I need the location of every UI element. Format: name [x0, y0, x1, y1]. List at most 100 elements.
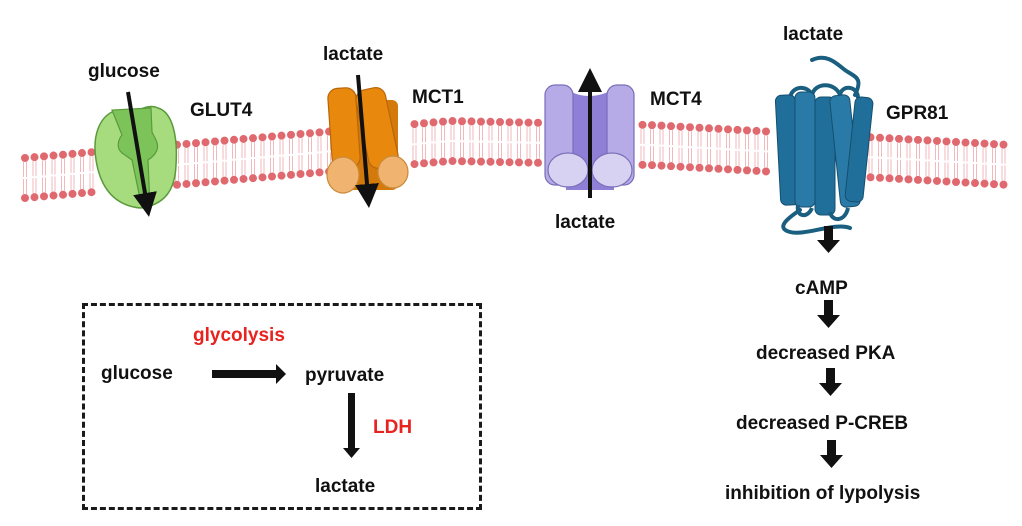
lipid-head — [648, 121, 656, 130]
lipid-head — [933, 136, 941, 145]
gpr81-receptor — [774, 55, 874, 235]
lipid-head — [287, 170, 295, 179]
lipid-head — [477, 157, 485, 166]
lipid-head — [524, 118, 533, 127]
lipid-head — [486, 117, 495, 126]
lipid-head — [885, 174, 894, 183]
lipid-tail — [897, 142, 901, 175]
lipid-tail — [184, 147, 189, 180]
lipid-head — [192, 139, 200, 148]
lipid-head — [477, 117, 485, 126]
lipid-head — [648, 161, 656, 170]
lipid-head — [676, 122, 685, 131]
lipid-tail — [992, 148, 996, 181]
lipid-head — [429, 118, 438, 127]
lipid-tail — [536, 126, 540, 159]
lipid-head — [496, 158, 504, 166]
lipid-head — [448, 117, 457, 126]
lipid-tail — [716, 132, 721, 165]
lipid-head — [952, 138, 960, 146]
lipid-head — [999, 180, 1008, 189]
lipid-head — [21, 154, 29, 162]
glucose-influx-arrow — [126, 91, 157, 217]
lipid-tail — [878, 141, 882, 174]
lipid-head — [30, 153, 39, 162]
lipid-tail — [260, 141, 265, 174]
lipid-head — [980, 179, 989, 188]
mct1-lobe-left — [326, 156, 360, 194]
lipid-head — [971, 139, 979, 148]
lipid-tail — [89, 156, 94, 189]
lipid-head — [211, 177, 219, 186]
lipid-tail — [32, 161, 37, 194]
lipid-head — [705, 124, 713, 133]
lipid-head — [961, 138, 970, 147]
lipid-head — [933, 176, 941, 185]
lipid-tail — [23, 162, 27, 194]
lipid-tail — [517, 126, 521, 159]
lipid-head — [87, 148, 96, 157]
lipid-head — [87, 188, 96, 197]
lipid-tail — [678, 130, 683, 163]
lipid-tail — [944, 145, 949, 178]
lipid-tail — [232, 143, 236, 176]
lipid-tail — [441, 125, 445, 158]
lipid-tail — [251, 142, 255, 175]
lipid-tail — [431, 126, 436, 159]
lipid-head — [277, 171, 286, 180]
cascade-arrow-1 — [817, 226, 840, 253]
lipid-head — [220, 136, 229, 145]
mct4-lobe-left — [547, 152, 589, 188]
lipid-tail — [270, 140, 274, 173]
lipid-head — [249, 174, 257, 183]
lipid-head — [30, 193, 39, 202]
lipid-head — [733, 165, 742, 174]
glut4-transporter — [94, 91, 178, 217]
lipid-tail — [279, 139, 284, 172]
mct1-substrate-label: lactate — [323, 44, 384, 65]
lipid-head — [657, 121, 666, 130]
lipid-head — [914, 175, 922, 184]
lipid-tail — [745, 134, 749, 167]
lipid-head — [724, 165, 732, 174]
lipid-tail — [222, 144, 227, 177]
lipid-head — [239, 174, 248, 183]
mct1-label: MCT1 — [412, 87, 464, 108]
cascade-step-camp: cAMP — [795, 278, 848, 299]
lipid-head — [724, 125, 732, 134]
lipid-tail — [327, 135, 331, 168]
lipid-tail — [526, 126, 531, 159]
lipid-tail — [194, 147, 198, 180]
lipid-tail — [697, 131, 702, 164]
lipid-head — [638, 160, 647, 169]
lipid-head — [458, 117, 466, 126]
lipid-head — [78, 149, 86, 158]
lipid-head — [686, 163, 694, 172]
cell-membrane — [21, 117, 1008, 202]
lipid-head — [68, 149, 77, 158]
lipid-tail — [51, 159, 56, 192]
glut4-label: GLUT4 — [190, 100, 253, 121]
gpr81-helix-2 — [794, 91, 816, 208]
lipid-tail — [887, 142, 892, 175]
gpr81-bottom-loops — [795, 204, 850, 221]
lipid-tail — [80, 157, 84, 190]
lipid-tail — [479, 125, 483, 158]
lipid-head — [904, 135, 913, 144]
lipid-tail — [973, 147, 977, 180]
glycolysis-label: glycolysis — [193, 325, 285, 346]
lipid-head — [59, 150, 67, 159]
lipid-tail — [488, 125, 493, 158]
lipid-tail — [298, 138, 303, 171]
cascade-step-lipolysis: inhibition of lypolysis — [725, 483, 921, 504]
lipid-head — [68, 189, 77, 198]
lipid-head — [895, 174, 903, 183]
lipid-tail — [460, 125, 464, 158]
lipid-head — [306, 129, 314, 138]
mct4-transporter — [544, 68, 635, 198]
lipid-head — [676, 162, 685, 171]
lipid-head — [239, 134, 248, 143]
gpr81-label: GPR81 — [886, 103, 949, 124]
lipid-tail — [735, 133, 740, 166]
cascade-step-pcreb: decreased P-CREB — [736, 413, 909, 434]
